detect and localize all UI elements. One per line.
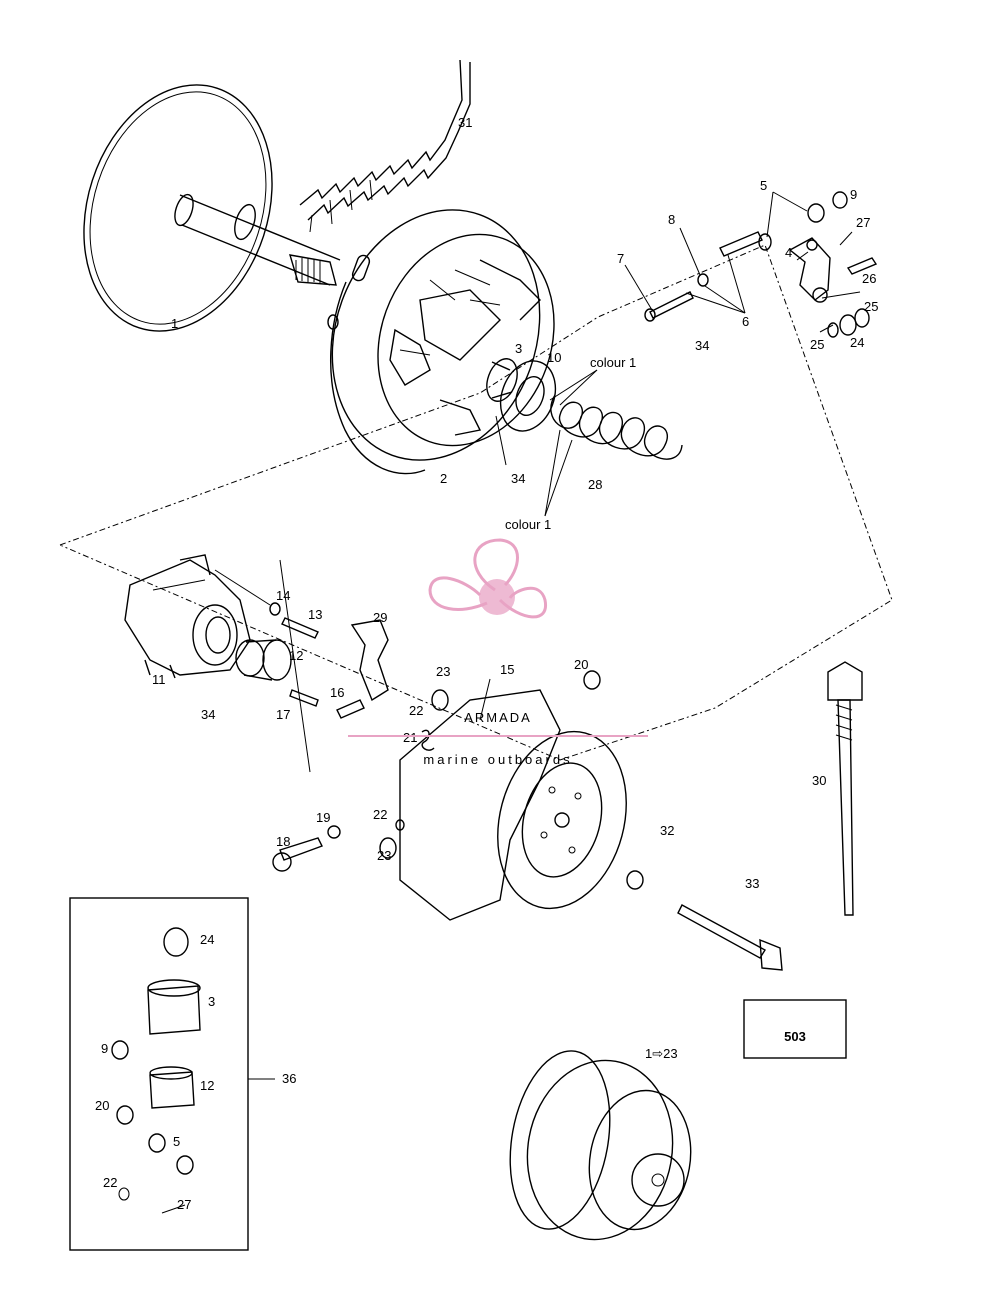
part-27-cotter-pin [839, 231, 853, 246]
part-4-lever-arm [788, 237, 831, 303]
part-12-bushing [235, 639, 292, 681]
part-28-spring [550, 394, 683, 460]
callout-13: 13 [308, 607, 322, 622]
part-24-bushing [839, 308, 870, 336]
kit-callout-3: 3 [208, 994, 215, 1009]
callout-22-a: 22 [409, 703, 423, 718]
kit-part-shapes [111, 927, 201, 1214]
callout-33: 33 [745, 876, 759, 891]
part-11-spider [124, 554, 251, 679]
complete-assembly [509, 1050, 692, 1241]
part-17-screw [289, 689, 319, 707]
part-32-washer [626, 870, 644, 890]
kit-callout-5: 5 [173, 1134, 180, 1149]
callout-25-b: 25 [810, 337, 824, 352]
callout-1: 1 [171, 316, 178, 331]
kit-callout-22: 22 [103, 1175, 117, 1190]
watermark-title: ARMADA [464, 710, 532, 725]
callout-27: 27 [856, 215, 870, 230]
assembly-outline [59, 244, 893, 761]
callout-12: 12 [289, 648, 303, 663]
part-18-bolt [272, 837, 323, 872]
watermark: ARMADA marine outboards [348, 538, 648, 767]
callout-29: 29 [373, 610, 387, 625]
callout-4: 4 [785, 245, 792, 260]
watermark-subtitle: marine outboards [423, 752, 572, 767]
callout-6: 6 [742, 314, 749, 329]
kit-callout-9: 9 [101, 1041, 108, 1056]
part-8-washer [697, 273, 709, 287]
callout-assembly: 1⇨23 [645, 1046, 678, 1061]
callout-labels: 1 31 5 9 8 27 7 4 26 25 6 25 24 34 3 10 … [95, 115, 878, 1212]
part-16-pin [336, 699, 365, 719]
callout-23-a: 23 [436, 664, 450, 679]
callout-14: 14 [276, 588, 290, 603]
part-20-nut [583, 670, 601, 690]
kit-callout-12: 12 [200, 1078, 214, 1093]
page-number-box [743, 999, 847, 1059]
page-number: 503 [784, 1029, 806, 1044]
callout-28: 28 [588, 477, 602, 492]
part-31-drive-belt [299, 59, 471, 233]
kit-36-box [69, 897, 249, 1251]
callout-19: 19 [316, 810, 330, 825]
callout-25-a: 25 [864, 299, 878, 314]
part-14-washer [269, 602, 281, 616]
part-19-washer [327, 825, 341, 839]
callout-10: 10 [547, 350, 561, 365]
part-13-screw [281, 617, 319, 639]
callout-colour-1-a: colour 1 [590, 355, 636, 370]
kit-callout-27: 27 [177, 1197, 191, 1212]
callout-3: 3 [515, 341, 522, 356]
callout-11: 11 [152, 672, 166, 687]
part-5-pin [719, 231, 772, 257]
callout-17: 17 [276, 707, 290, 722]
callout-31: 31 [458, 115, 472, 130]
callout-15: 15 [500, 662, 514, 677]
part-29-weight [350, 619, 389, 702]
callout-30: 30 [812, 773, 826, 788]
part-1-sliding-half [83, 84, 341, 332]
part-2-governor-cup [327, 209, 555, 475]
callout-9: 9 [850, 187, 857, 202]
callout-23-b: 23 [377, 848, 391, 863]
callout-26: 26 [862, 271, 876, 286]
part-30-bolt [827, 661, 863, 916]
callout-24: 24 [850, 335, 864, 350]
callout-7: 7 [617, 251, 624, 266]
callout-22-b: 22 [373, 807, 387, 822]
part-22-washer [395, 819, 405, 831]
part-23-bushing [379, 689, 449, 859]
part-9-nut [807, 191, 848, 223]
kit-callout-24: 24 [200, 932, 214, 947]
part-15-fixed-half [399, 689, 627, 921]
watermark-propeller-icon [428, 538, 547, 619]
part-25-washer [827, 322, 839, 338]
part-21-spring [421, 729, 435, 751]
callout-colour-1-b: colour 1 [505, 517, 551, 532]
part-7-bolt [644, 291, 694, 322]
callout-2: 2 [440, 471, 447, 486]
callout-18: 18 [276, 834, 290, 849]
callout-34-a: 34 [695, 338, 709, 353]
callout-32: 32 [660, 823, 674, 838]
callout-34-c: 34 [201, 707, 215, 722]
part-33-bolt [677, 904, 783, 971]
callout-21: 21 [403, 730, 417, 745]
part-10-washer [499, 360, 557, 432]
leader-lines [152, 191, 861, 773]
part-26-pin [846, 257, 878, 275]
callout-16: 16 [330, 685, 344, 700]
callout-34-b: 34 [511, 471, 525, 486]
callout-20: 20 [574, 657, 588, 672]
callout-5: 5 [760, 178, 767, 193]
callout-8: 8 [668, 212, 675, 227]
kit-callout-20: 20 [95, 1098, 109, 1113]
callout-36: 36 [282, 1071, 296, 1086]
